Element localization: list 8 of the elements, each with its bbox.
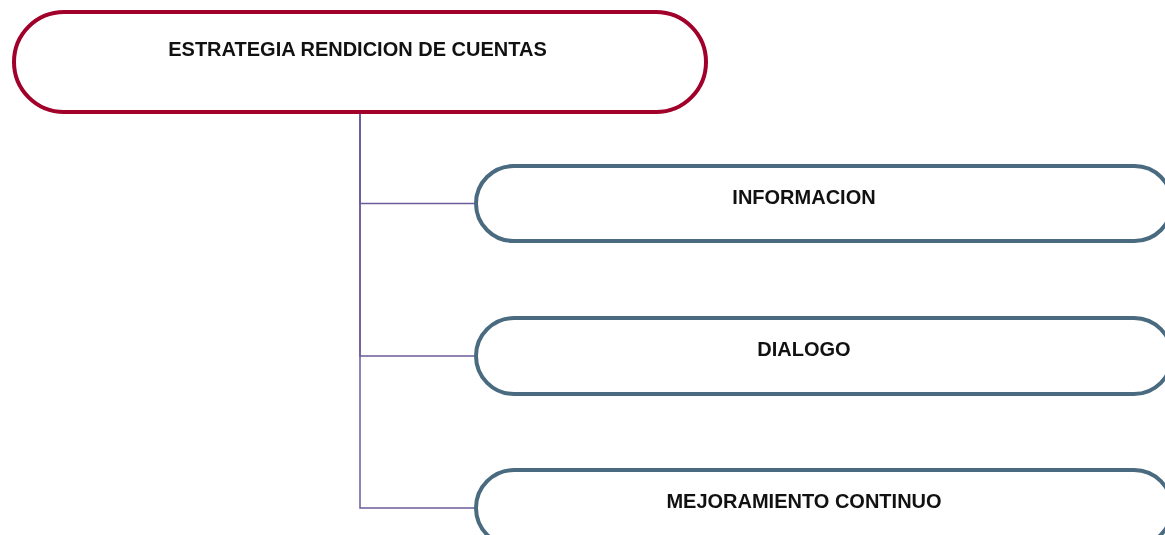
branch-rounded-box: [474, 316, 1165, 396]
connector-line: [359, 113, 475, 509]
node-label: DIALOGO: [757, 338, 851, 361]
branch-rounded-box: [474, 164, 1165, 243]
node-label: INFORMACION: [732, 186, 876, 209]
branch-rounded-box: [474, 468, 1165, 535]
node-label: MEJORAMIENTO CONTINUO: [666, 490, 942, 513]
node-label: ESTRATEGIA RENDICION DE CUENTAS: [168, 38, 547, 61]
